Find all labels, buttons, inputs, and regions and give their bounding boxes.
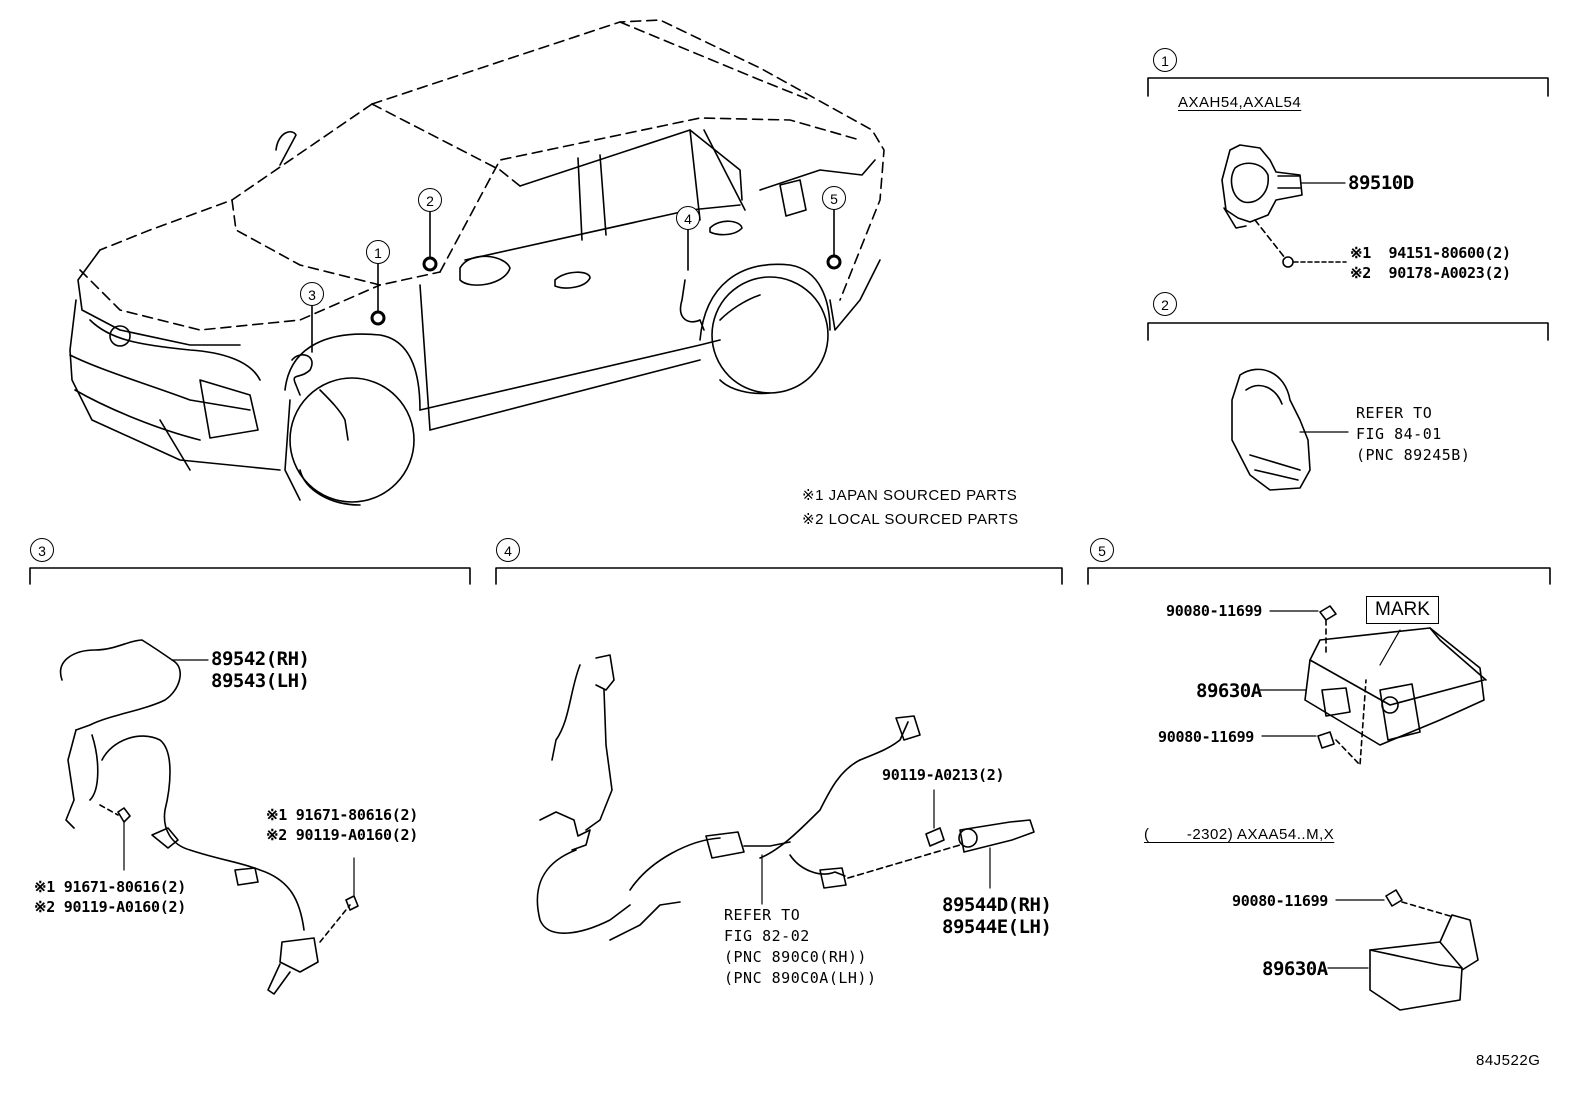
section-4-refer-line1: REFER TO [724,906,801,924]
part-89543-lh[interactable]: 89543(LH) [211,670,310,692]
fastener-94151-80600[interactable]: ※1 94151-80600(2) [1350,244,1511,262]
yaw-sensor-drawing [1221,144,1347,268]
part-89544E-lh[interactable]: 89544E(LH) [942,916,1052,938]
screw-90080-11699-top[interactable]: 90080-11699 [1166,602,1263,620]
section-5-model-note: ( -2302) AXAA54..M,X [1144,826,1335,843]
part-89542-rh[interactable]: 89542(RH) [211,648,310,670]
section-4-refer-pnc-lh[interactable]: (PNC 890C0A(LH)) [724,969,877,987]
section-4-refer-fig[interactable]: FIG 82-02 [724,927,810,945]
section-4-number: 4 [496,538,520,562]
part-89630A[interactable]: 89630A [1196,680,1262,702]
callout-1-vehicle[interactable]: 1 [366,240,390,264]
skid-control-ecu-drawing [1259,605,1487,1011]
bolt-90119-A0160-b[interactable]: ※2 90119-A0160(2) [266,826,418,844]
section-2-number: 2 [1153,292,1177,316]
part-89630A-alt[interactable]: 89630A [1262,958,1328,980]
section-4-refer-pnc-rh[interactable]: (PNC 890C0(RH)) [724,948,867,966]
fastener-90178-A0023[interactable]: ※2 90178-A0023(2) [1350,264,1511,282]
note-japan-sourced: ※1 JAPAN SOURCED PARTS [802,487,1018,504]
section-brackets [29,77,1551,585]
vehicle-illustration [69,19,885,506]
section-2-refer-line1: REFER TO [1356,404,1433,422]
section-2-refer-fig[interactable]: FIG 84-01 [1356,425,1442,443]
vehicle-callout-leaders [311,209,842,353]
callout-2-vehicle[interactable]: 2 [418,188,442,212]
screw-90080-11699-bottom[interactable]: 90080-11699 [1232,892,1329,910]
figure-code: 84J522G [1476,1052,1541,1069]
bolt-91671-80616-a[interactable]: ※1 91671-80616(2) [34,878,186,896]
steering-sensor-drawing [1231,368,1349,491]
section-5-number: 5 [1090,538,1114,562]
bolt-90119-A0160-a[interactable]: ※2 90119-A0160(2) [34,898,186,916]
section-3-number: 3 [30,538,54,562]
part-89544D-rh[interactable]: 89544D(RH) [942,894,1052,916]
screw-90080-11699-mid[interactable]: 90080-11699 [1158,728,1255,746]
callout-3-vehicle[interactable]: 3 [300,282,324,306]
section-1-models: AXAH54,AXAL54 [1178,94,1302,111]
rear-sensor-harness-drawing [536,654,1035,941]
section-1-number: 1 [1153,48,1177,72]
front-speed-sensor-drawing [59,639,359,995]
callout-5-vehicle[interactable]: 5 [822,186,846,210]
mark-label-box: MARK [1366,596,1439,624]
bolt-91671-80616-b[interactable]: ※1 91671-80616(2) [266,806,418,824]
note-local-sourced: ※2 LOCAL SOURCED PARTS [802,511,1019,528]
callout-4-vehicle[interactable]: 4 [676,206,700,230]
section-2-refer-pnc[interactable]: (PNC 89245B) [1356,446,1471,464]
part-89510D[interactable]: 89510D [1348,172,1414,194]
bolt-90119-A0213[interactable]: 90119-A0213(2) [882,766,1005,784]
